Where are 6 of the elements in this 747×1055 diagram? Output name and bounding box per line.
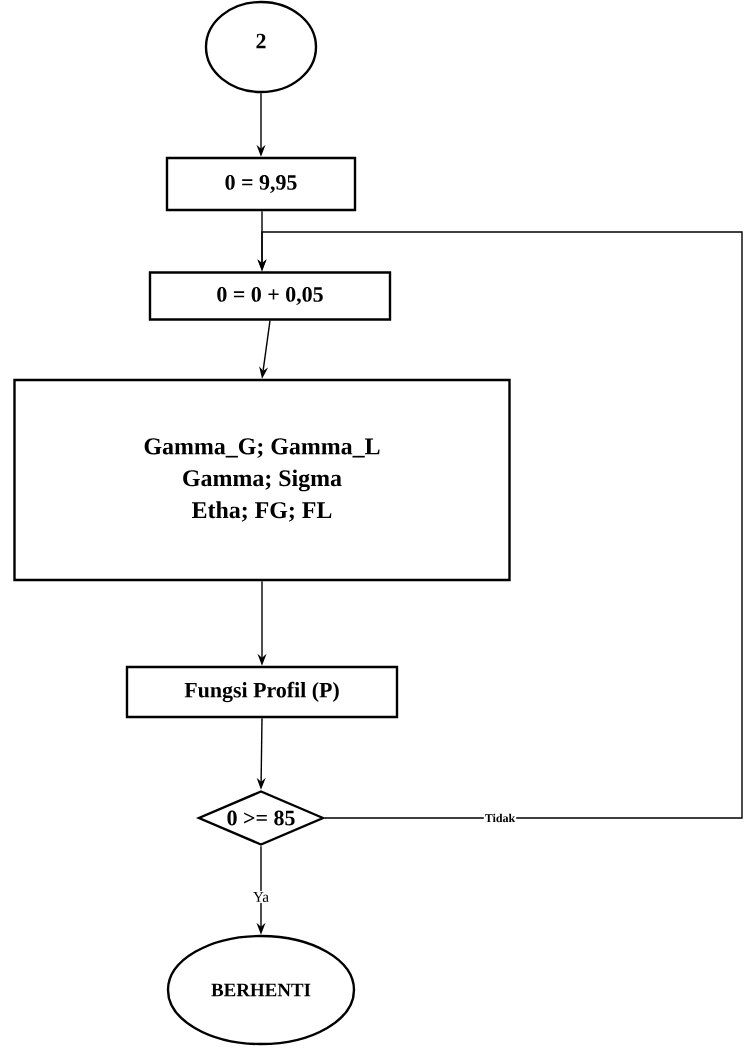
- process-box: Gamma_G; Gamma_L Gamma; Sigma Etha; FG; FL: [13, 378, 511, 582]
- process-box: Fungsi Profil (P): [125, 665, 399, 719]
- process-box: 0 = 0 + 0,05: [148, 271, 392, 321]
- edge-label: Ya: [252, 891, 270, 903]
- edge-label: Tidak: [483, 812, 517, 824]
- process-box: 0 = 9,95: [165, 156, 357, 212]
